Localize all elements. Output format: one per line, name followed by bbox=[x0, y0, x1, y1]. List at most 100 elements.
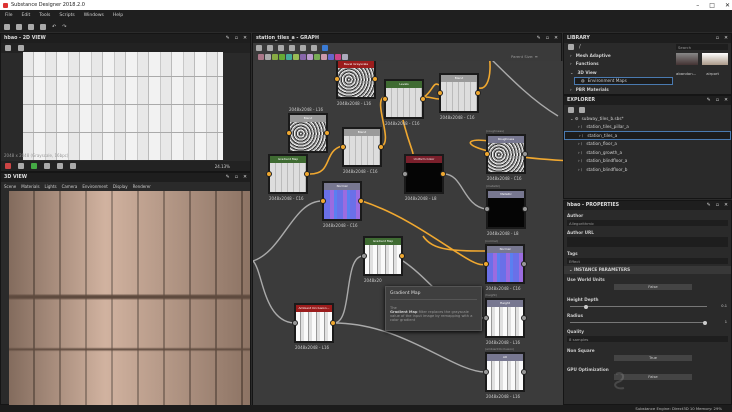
env-thumb[interactable] bbox=[702, 53, 728, 65]
output-port[interactable] bbox=[358, 198, 364, 204]
input-port[interactable] bbox=[320, 198, 326, 204]
input-port[interactable] bbox=[340, 144, 346, 150]
graph-node-metallic[interactable]: Metallic bbox=[484, 189, 528, 229]
menu-materials[interactable]: Materials bbox=[21, 183, 40, 189]
node-icon[interactable] bbox=[300, 53, 306, 60]
output-port[interactable] bbox=[521, 261, 527, 267]
menu-renderer[interactable]: Renderer bbox=[132, 183, 151, 189]
radius-value[interactable]: 1 bbox=[724, 320, 727, 324]
input-port[interactable] bbox=[483, 261, 489, 267]
move-icon[interactable] bbox=[267, 44, 273, 51]
graph-wire[interactable] bbox=[469, 139, 563, 162]
graph-node-blend1[interactable]: Blend bbox=[437, 73, 481, 113]
slider-handle[interactable] bbox=[703, 320, 707, 325]
node-icon[interactable] bbox=[286, 53, 292, 60]
output-port[interactable] bbox=[522, 151, 528, 157]
height-depth-value[interactable]: 0.1 bbox=[721, 304, 727, 308]
slider-handle[interactable] bbox=[583, 304, 588, 309]
output-port[interactable] bbox=[521, 369, 527, 375]
graph-node-height[interactable]: Height bbox=[483, 298, 527, 338]
library-item[interactable]: › Mesh Adaptive bbox=[570, 52, 611, 58]
output-port[interactable] bbox=[304, 171, 310, 177]
menu-tools[interactable]: Tools bbox=[39, 13, 51, 18]
close-icon[interactable]: ✕ bbox=[553, 36, 558, 41]
graph-wire[interactable] bbox=[422, 235, 494, 252]
graph-wire[interactable] bbox=[309, 145, 343, 175]
node-icon[interactable] bbox=[307, 53, 313, 60]
histogram-icon[interactable] bbox=[70, 163, 76, 169]
parent-size-dropdown[interactable]: Parent Size: ≡ bbox=[511, 54, 538, 59]
graph-node-blend3[interactable]: Blend bbox=[340, 127, 384, 167]
node-icon[interactable] bbox=[279, 53, 285, 60]
output-port[interactable] bbox=[420, 96, 426, 102]
new-graph-icon[interactable] bbox=[16, 23, 22, 30]
graph-wire[interactable] bbox=[402, 119, 414, 155]
node-icon[interactable] bbox=[265, 53, 271, 60]
node-icon[interactable] bbox=[293, 53, 299, 60]
python-icon[interactable] bbox=[322, 44, 328, 51]
explorer-graph-item[interactable]: › ⁝ station_blindfloor_a bbox=[578, 158, 628, 164]
float-icon[interactable]: ▫ bbox=[715, 203, 719, 208]
frame-icon[interactable] bbox=[256, 44, 262, 51]
tags-field[interactable]: Effect bbox=[567, 258, 728, 264]
float-icon[interactable]: ▫ bbox=[234, 175, 238, 180]
author-url-field[interactable] bbox=[567, 237, 728, 247]
env-thumb[interactable] bbox=[676, 53, 698, 65]
zoom-level[interactable]: 24.13% bbox=[214, 163, 230, 169]
author-field[interactable]: Allegorithmic bbox=[567, 220, 728, 226]
color-icon[interactable] bbox=[31, 163, 37, 169]
close-icon[interactable]: ✕ bbox=[723, 36, 728, 41]
node-icon[interactable] bbox=[258, 53, 264, 60]
graph-wire[interactable] bbox=[333, 255, 364, 324]
package-icon[interactable] bbox=[579, 106, 585, 113]
save-image-icon[interactable] bbox=[18, 45, 24, 51]
graph-wire[interactable] bbox=[478, 61, 491, 89]
graph-node-gradmap2[interactable]: Gradient Map bbox=[361, 236, 405, 276]
explorer-graph-item[interactable]: › ⁝ station_tiles_a bbox=[564, 131, 731, 140]
menu-edit[interactable]: Edit bbox=[21, 13, 31, 18]
graph-node-roughness[interactable]: Roughness bbox=[484, 134, 528, 174]
output-port[interactable] bbox=[330, 320, 336, 326]
close-icon[interactable]: ✕ bbox=[242, 36, 247, 41]
save-icon[interactable] bbox=[40, 23, 46, 30]
menu-file[interactable]: File bbox=[5, 13, 13, 18]
radius-slider[interactable]: 1 bbox=[570, 320, 727, 325]
use-world-units-toggle[interactable]: False bbox=[614, 284, 692, 290]
graph-node-gradmap1[interactable]: Gradient Map bbox=[266, 154, 310, 194]
graph-wire[interactable] bbox=[253, 200, 323, 262]
input-port[interactable] bbox=[266, 171, 272, 177]
graph-node-blend2[interactable]: Blend bbox=[286, 113, 330, 153]
pin-icon[interactable]: ✎ bbox=[706, 203, 711, 208]
output-port[interactable] bbox=[521, 315, 527, 321]
library-item[interactable]: › PBR Materials bbox=[570, 86, 609, 92]
3d-viewport[interactable] bbox=[9, 191, 250, 405]
alpha-icon[interactable] bbox=[18, 163, 24, 169]
input-port[interactable] bbox=[361, 253, 367, 259]
maximize-button[interactable]: □ bbox=[709, 1, 715, 9]
pin-icon[interactable]: ✎ bbox=[225, 36, 230, 41]
output-port[interactable] bbox=[378, 144, 384, 150]
input-port[interactable] bbox=[382, 96, 388, 102]
menu-scripts[interactable]: Scripts bbox=[59, 13, 75, 18]
input-port[interactable] bbox=[402, 171, 408, 177]
input-port[interactable] bbox=[334, 76, 340, 82]
node-icon[interactable] bbox=[321, 53, 327, 60]
close-button[interactable]: ✕ bbox=[724, 1, 730, 9]
output-port[interactable] bbox=[372, 76, 378, 82]
redo-icon[interactable]: ↷ bbox=[62, 23, 67, 30]
input-port[interactable] bbox=[437, 90, 443, 96]
menu-help[interactable]: Help bbox=[112, 13, 124, 18]
input-port[interactable] bbox=[292, 320, 298, 326]
menu-windows[interactable]: Windows bbox=[83, 13, 104, 18]
tool-icon[interactable] bbox=[5, 45, 11, 51]
node-icon[interactable] bbox=[314, 53, 320, 60]
search-icon[interactable] bbox=[300, 44, 306, 51]
save-icon[interactable] bbox=[568, 106, 574, 113]
camera-icon[interactable] bbox=[278, 44, 284, 51]
close-icon[interactable]: ✕ bbox=[723, 203, 728, 208]
info-icon[interactable] bbox=[289, 44, 295, 51]
graph-node-bevel[interactable]: Bevel Grayscale bbox=[334, 61, 378, 99]
menu-lights[interactable]: Lights bbox=[44, 183, 57, 189]
graph-node-normal1[interactable]: Normal bbox=[320, 181, 364, 221]
